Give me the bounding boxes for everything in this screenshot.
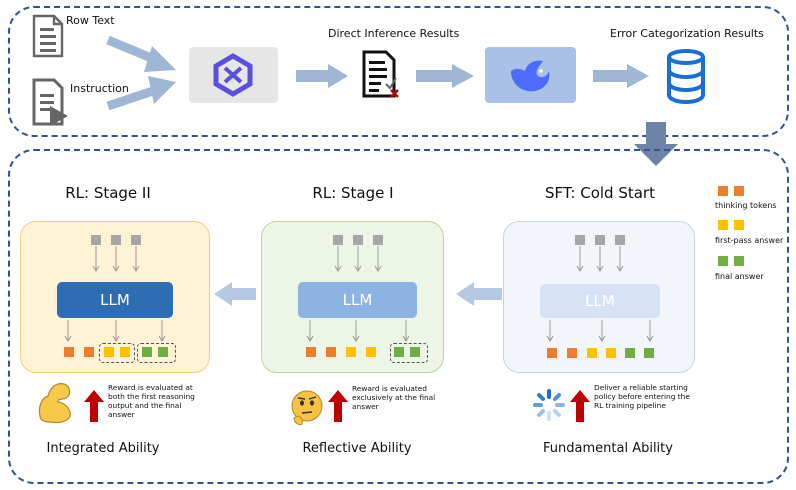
output-arrows [306,320,410,342]
legend-label-final: final answer [715,272,764,281]
flow-arrow [593,64,649,88]
stage-transition-arrow [214,282,256,306]
output-token-final [625,348,635,358]
legend-swatch-first-pass [734,220,744,230]
flow-arrow [296,64,348,88]
legend-swatch-final [718,256,728,266]
llm-box-stage-2: LLM [57,282,173,318]
output-token-first-pass [346,347,356,357]
output-token-final [410,347,420,357]
training-stages-panel [8,149,789,484]
output-arrows [546,320,654,342]
red-up-arrow-icon [328,390,348,422]
flow-arrows-inputs [106,35,176,111]
output-token-thinking [306,347,316,357]
final-answer-group-outline [137,343,176,363]
stage-1-description: Reward is evaluated exclusively at the f… [352,384,436,411]
input-token [615,235,625,245]
legend-label-thinking: thinking tokens [715,201,777,210]
ability-fundamental: Fundamental Ability [543,441,673,456]
output-token-final [644,348,654,358]
output-token-thinking [84,347,94,357]
output-token-thinking [567,348,577,358]
input-token [353,235,363,245]
input-token [131,235,141,245]
deepseek-whale-icon [511,60,550,92]
stage-title-sft: SFT: Cold Start [545,184,655,202]
legend-swatch-thinking [718,186,728,196]
output-token-thinking [326,347,336,357]
input-token [373,235,383,245]
output-arrows [64,320,166,342]
input-token [595,235,605,245]
output-token-first-pass [120,347,130,357]
qwen-logo-icon [213,53,253,97]
ability-reflective: Reflective Ability [302,441,412,456]
loading-spinner-icon [533,389,565,421]
output-token-final [142,347,152,357]
legend-swatch-thinking [734,186,744,196]
output-token-first-pass [366,347,376,357]
stage-title-rl-stage-2: RL: Stage II [65,184,151,202]
llm-box-sft: LLM [540,284,660,318]
instruction-label: Instruction [70,82,129,95]
legend-swatch-first-pass [718,220,728,230]
first-pass-group-outline [99,343,135,363]
output-token-first-pass [104,347,114,357]
error-categorization-label: Error Categorization Results [610,27,764,40]
database-icon [667,49,705,104]
input-arrows [334,246,382,272]
output-token-first-pass [606,348,616,358]
input-token [333,235,343,245]
output-token-first-pass [587,348,597,358]
legend-label-first-pass: first-pass answer [715,236,784,245]
input-token [91,235,101,245]
input-token [111,235,121,245]
output-token-thinking [64,347,74,357]
input-arrows [576,246,624,272]
evaluated-document-icon [362,50,399,98]
final-answer-group-outline [390,343,428,363]
flexed-arm-icon [38,383,71,424]
legend-swatch-final [734,256,744,266]
red-up-arrow-icon [84,390,104,422]
direct-inference-label: Direct Inference Results [328,27,460,40]
output-token-thinking [547,348,557,358]
input-token [575,235,585,245]
sft-description: Deliver a reliable starting policy befor… [594,383,690,410]
output-token-final [158,347,168,357]
red-up-arrow-icon [570,390,590,422]
output-token-final [394,347,404,357]
row-text-label: Row Text [66,14,115,27]
instruction-icon [32,78,68,126]
stage-title-rl-stage-1: RL: Stage I [312,184,394,202]
document-icon [32,14,64,58]
thinking-face-icon [291,390,323,425]
stage-transition-arrow [456,282,502,306]
input-arrows [92,246,140,272]
ability-integrated: Integrated Ability [46,441,160,456]
stage-2-description: Reward is evaluated at both the first re… [108,383,195,419]
llm-box-stage-1: LLM [298,282,417,318]
flow-arrow [416,64,474,88]
data-pipeline-panel [8,6,789,137]
